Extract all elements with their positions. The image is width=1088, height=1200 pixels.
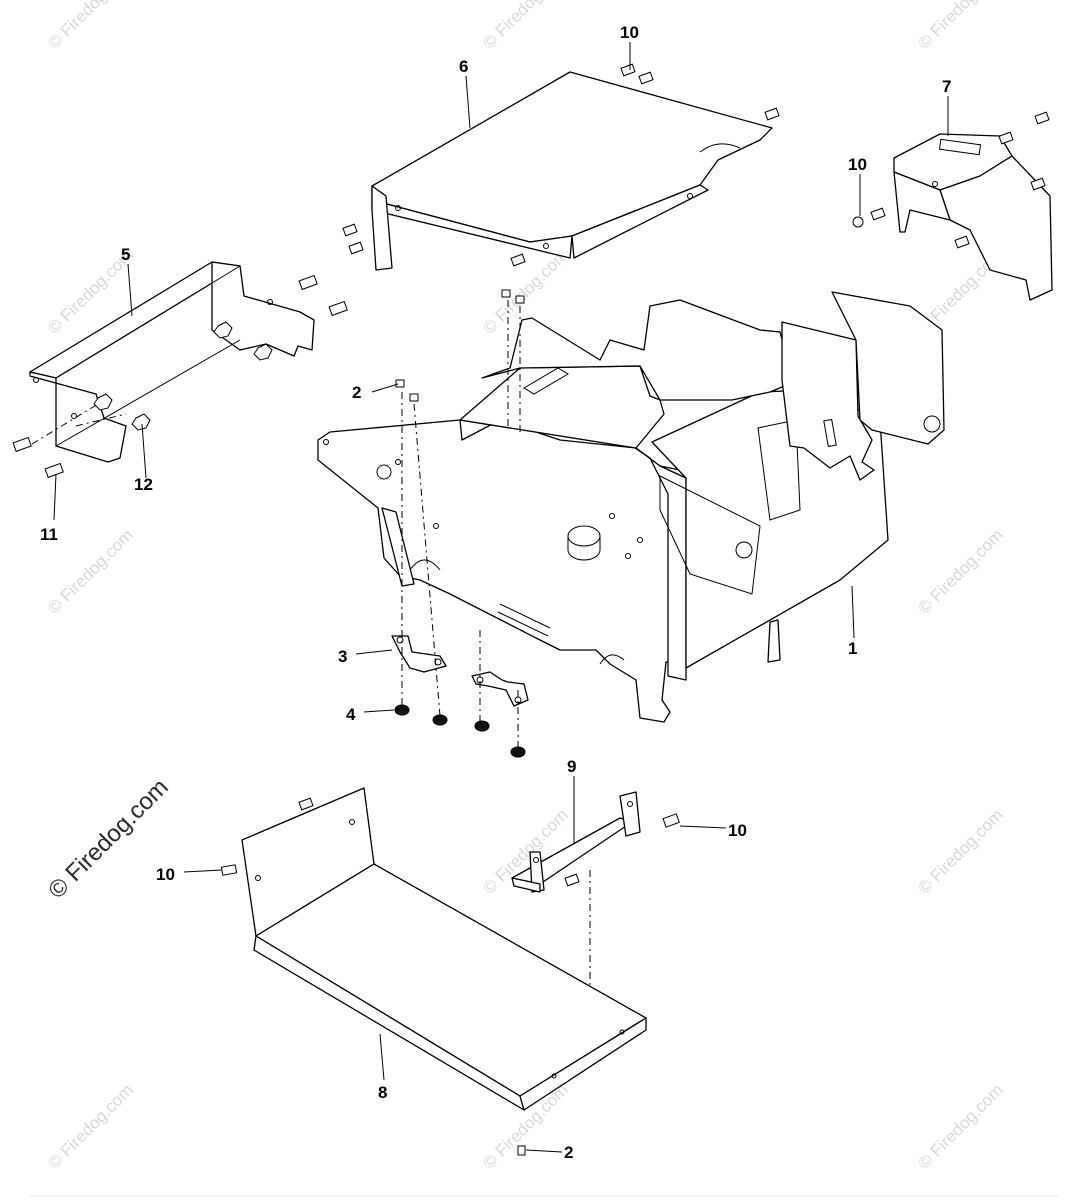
- bolts-part-8: [220, 797, 526, 1156]
- watermark: © Firedog.com: [914, 1080, 1006, 1172]
- leader-lines: [53, 42, 949, 1153]
- part-7-shroud: [893, 133, 1053, 301]
- bolts-part-6: [342, 63, 780, 267]
- callout-3: 3: [338, 647, 347, 666]
- alignment-lines: [31, 300, 591, 1060]
- watermark: © Firedog.com: [914, 525, 1006, 617]
- callout-12: 12: [134, 475, 153, 494]
- watermark: © Firedog.com: [44, 1080, 136, 1172]
- watermark: © Firedog.com: [914, 0, 1006, 53]
- callout-10: 10: [728, 821, 747, 840]
- callout-9: 9: [567, 757, 576, 776]
- bolts-part-5: [12, 274, 348, 479]
- watermark: © Firedog.com: [914, 805, 1006, 897]
- callout-10: 10: [848, 155, 867, 174]
- part-1-side-plates: [781, 291, 945, 481]
- bolts-part-7: [852, 111, 1050, 249]
- part-6-top-cover: [371, 71, 773, 271]
- watermark: © Firedog.com: [44, 525, 136, 617]
- callout-5: 5: [121, 245, 130, 264]
- part-4-nuts: [394, 704, 526, 758]
- callout-4: 4: [346, 705, 356, 724]
- callout-2: 2: [564, 1143, 573, 1162]
- callout-8: 8: [378, 1083, 387, 1102]
- part-3-brackets: [391, 635, 529, 707]
- callout-7: 7: [942, 77, 951, 96]
- watermark-large: © Firedog.com: [43, 774, 174, 905]
- watermark: © Firedog.com: [479, 0, 571, 53]
- bolts-part-2-top: [395, 289, 525, 402]
- callout-2: 2: [352, 383, 361, 402]
- callout-1: 1: [848, 639, 857, 658]
- part-9-bracket: [511, 791, 641, 893]
- callout-10: 10: [156, 865, 175, 884]
- part-8-bottom-tray: [241, 787, 647, 1111]
- callout-11: 11: [40, 525, 58, 544]
- callout-10: 10: [620, 23, 639, 42]
- watermark: © Firedog.com: [44, 0, 136, 53]
- part-5-side-bracket: [29, 261, 315, 463]
- callout-6: 6: [459, 57, 468, 76]
- callout-labels: 10 6 7 10 5 2 12 11 1 3 4 9 10 10 8 2: [40, 23, 951, 1162]
- bolts-part-9: [564, 813, 680, 887]
